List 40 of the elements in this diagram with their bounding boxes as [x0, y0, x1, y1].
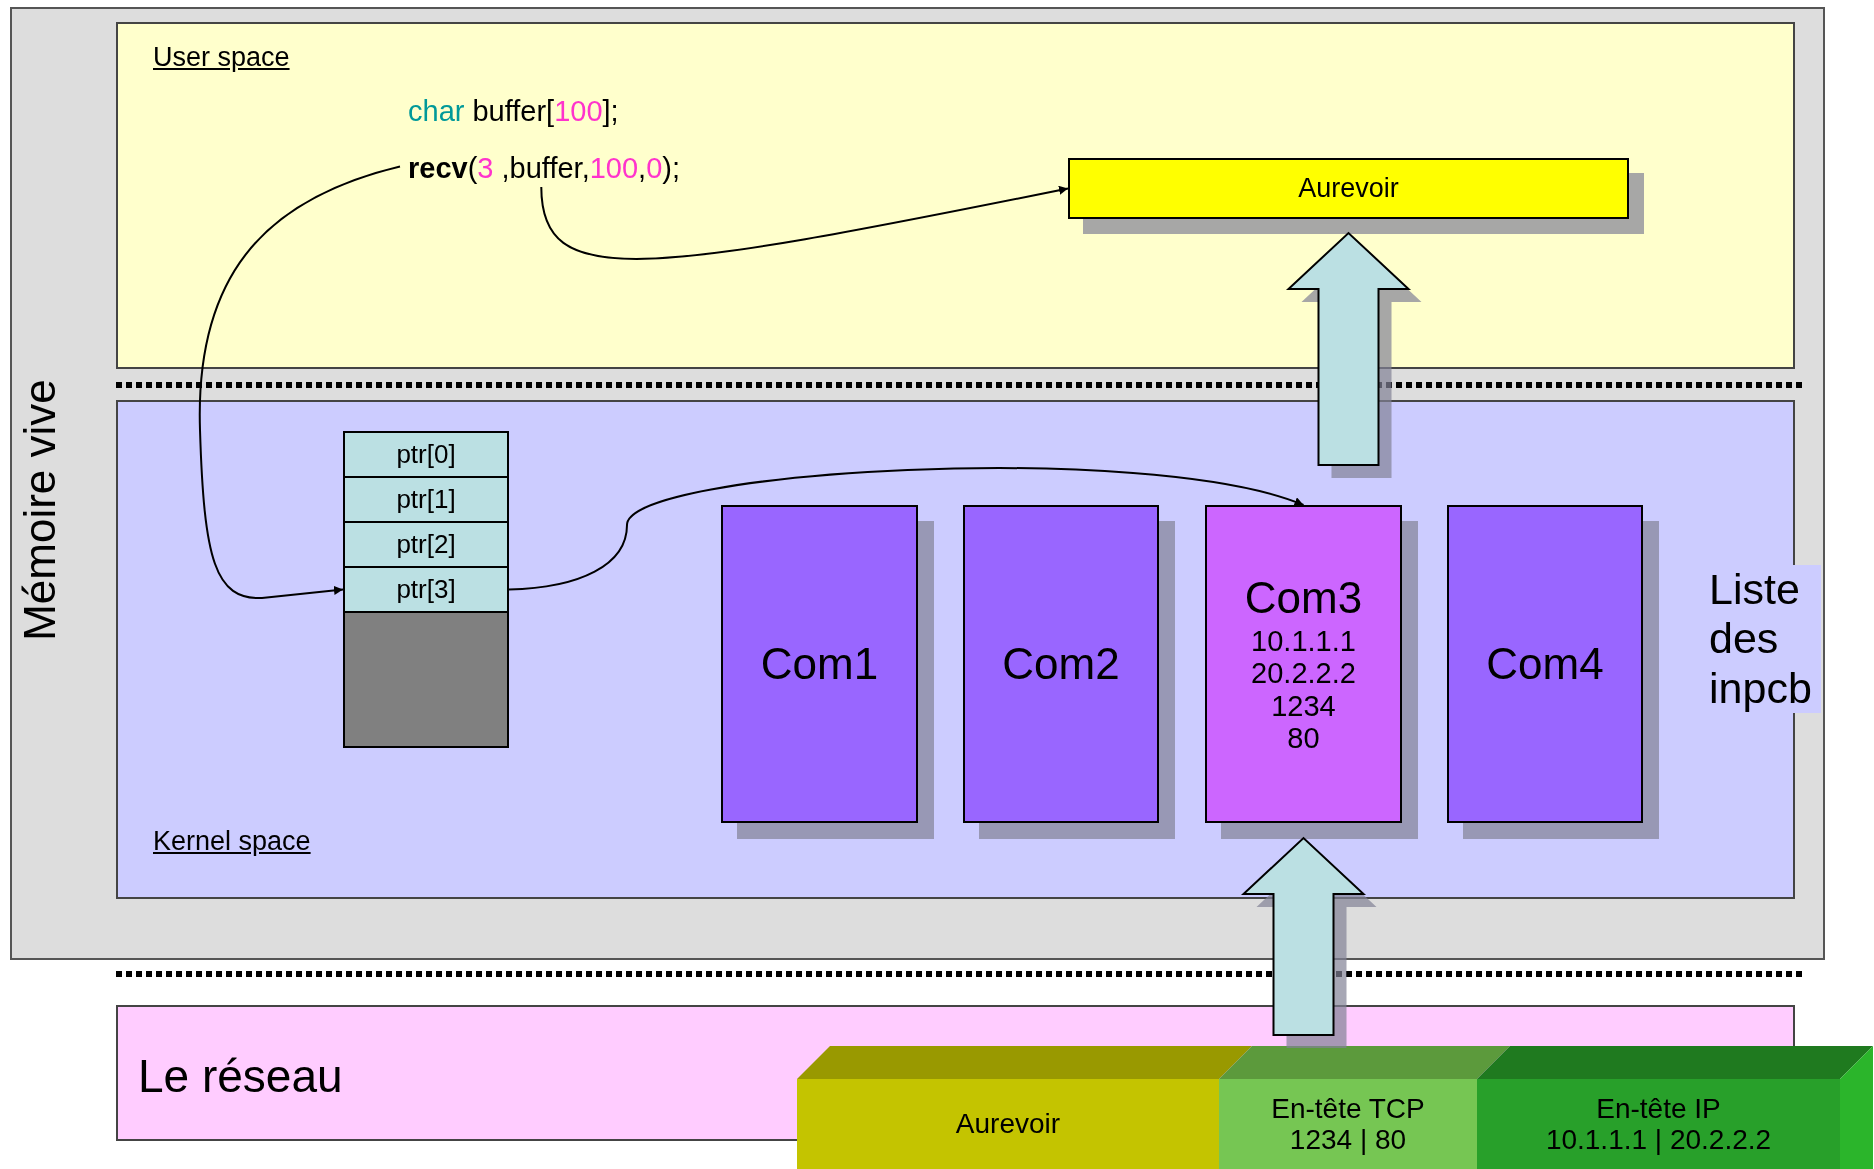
- packet-text: Aurevoir: [955, 1108, 1061, 1140]
- pointer-cell: [343, 521, 509, 568]
- box-label: Aurevoir: [1298, 173, 1399, 204]
- pointer-cell: [343, 566, 509, 613]
- connection-name: Com1: [760, 639, 879, 689]
- packet-text: En-tête TCP: [1271, 1092, 1425, 1124]
- unused-block: [343, 611, 509, 748]
- block-arrow: [1240, 836, 1377, 1048]
- code-line: char buffer[100];: [408, 95, 619, 128]
- arrow: [508, 467, 1305, 591]
- region-title: User space: [153, 42, 290, 73]
- packet-text: 1234 | 80: [1289, 1124, 1407, 1156]
- packet-tcp-header: [1219, 1079, 1477, 1169]
- memory-panel: [10, 7, 1825, 960]
- block-arrow: [1285, 231, 1422, 478]
- packet-text: En-tête IP: [1596, 1092, 1721, 1124]
- connection-name: Com4: [1486, 639, 1604, 689]
- connection-field: 20.2.2.2: [1251, 657, 1356, 690]
- arrow: [199, 165, 401, 599]
- cell-text: ptr[0]: [396, 439, 456, 470]
- connection-field: 1234: [1271, 689, 1336, 723]
- user-space-panel: [116, 22, 1795, 369]
- pointer-cell: [343, 431, 509, 478]
- cell-text: ptr[1]: [396, 484, 456, 515]
- packet-payload: [797, 1079, 1219, 1169]
- memory-title: Mémoire vive: [15, 379, 65, 641]
- pointer-cell: [343, 476, 509, 523]
- connection-field: 10.1.1.1: [1251, 624, 1356, 658]
- list-label: Liste des inpcb: [1709, 565, 1821, 714]
- packet-text: 10.1.1.1 | 20.2.2.2: [1545, 1124, 1772, 1156]
- connection-name: Com3: [1244, 573, 1363, 623]
- network-title: Le réseau: [138, 1049, 343, 1103]
- cell-text: ptr[2]: [396, 529, 456, 560]
- connection-field: 80: [1287, 722, 1320, 755]
- packet-ip-header: [1477, 1079, 1840, 1169]
- region-title: Kernel space: [153, 826, 311, 857]
- cell-text: ptr[3]: [396, 574, 456, 605]
- arrow: [540, 185, 1069, 260]
- code-line: recv(3 ,buffer,100,0);: [408, 152, 680, 185]
- connection-name: Com2: [1002, 639, 1120, 689]
